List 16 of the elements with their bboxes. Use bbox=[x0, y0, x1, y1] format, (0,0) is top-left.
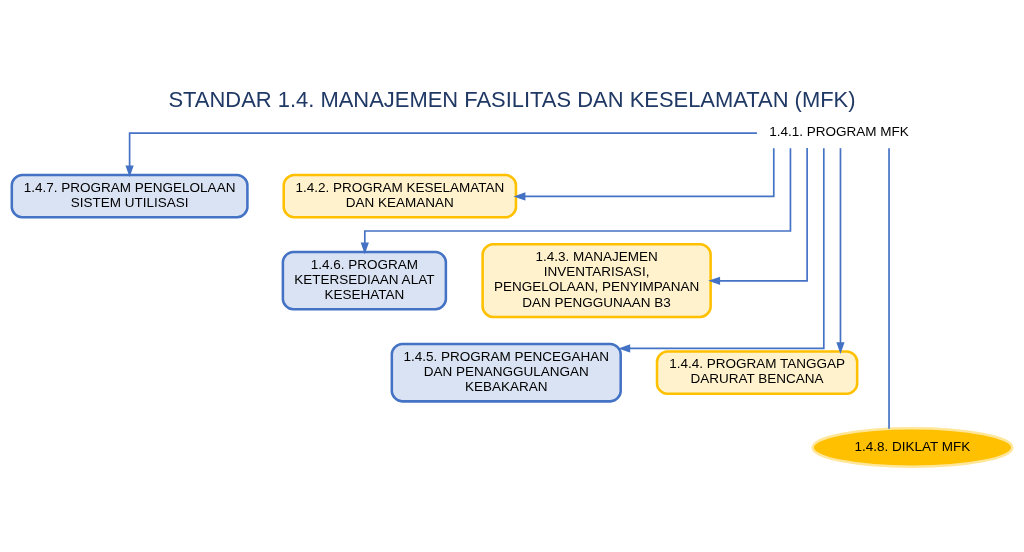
node-text: 1.4.1. PROGRAM MFK bbox=[769, 123, 909, 139]
node-box: 1.4.4. PROGRAM TANGGAP DARURAT BENCANA bbox=[655, 349, 859, 395]
node-box: 1.4.2. PROGRAM KESELAMATAN DAN KEAMANAN bbox=[282, 173, 518, 219]
arrow bbox=[513, 146, 775, 201]
node-box: 1.4.6. PROGRAM KETERSEDIAAN ALAT KESEHATAN bbox=[281, 250, 448, 311]
connector bbox=[888, 146, 890, 429]
arrow bbox=[836, 146, 845, 354]
node-box: 1.4.7. PROGRAM PENGELOLAAN SISTEM UTILISASI bbox=[10, 173, 249, 219]
arrow bbox=[618, 146, 825, 353]
node-box: 1.4.3. MANAJEMEN INVENTARISASI, PENGELOLAAN, PENYIMPANAN DAN PENGGUNAAN B3 bbox=[481, 242, 712, 318]
arrow bbox=[125, 131, 758, 177]
arrow bbox=[360, 146, 792, 254]
diagram-title: STANDAR 1.4. MANAJEMEN FASILITAS DAN KESELAMATAN (MFK) bbox=[168, 86, 856, 112]
node-box: 1.4.5. PROGRAM PENCEGAHAN DAN PENANGGULANGAN KEBAKARAN bbox=[390, 342, 622, 403]
arrow bbox=[708, 146, 808, 285]
node-ellipse: 1.4.8. DIKLAT MFK bbox=[811, 426, 1014, 468]
